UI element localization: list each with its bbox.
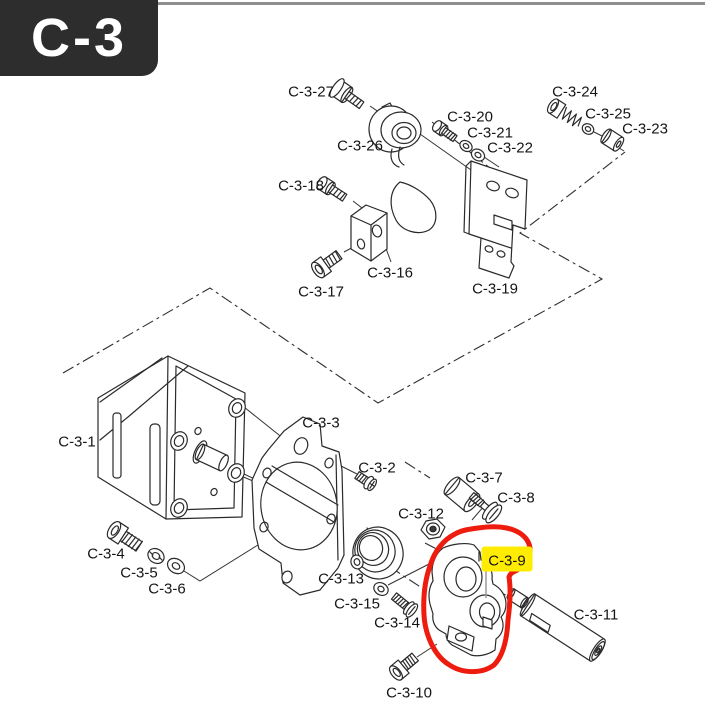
top-rule: [156, 2, 705, 5]
part-washer-c-3-22: [470, 148, 486, 162]
part-label-c-3-12: C-3-12: [398, 506, 444, 523]
part-screw-c-3-4: [106, 520, 144, 552]
part-label-c-3-20: C-3-20: [447, 109, 493, 126]
part-spring-c-3-13: [350, 526, 404, 580]
part-washer-c-3-6: [166, 557, 186, 575]
part-block-c-3-9: [428, 542, 507, 657]
part-label-c-3-11: C-3-11: [574, 607, 619, 624]
part-motor-c-3-1: [97, 355, 246, 520]
part-screw-c-3-24: [546, 98, 583, 127]
part-label-c-3-15: C-3-15: [334, 596, 380, 613]
part-labels: C-3-27C-3-26 C-3-20C-3-21C-3-22 C-3-24C-3-…: [58, 84, 668, 702]
part-label-c-3-9: C-3-9: [488, 553, 526, 570]
part-bracket-c-3-16: [350, 204, 388, 262]
highlight-label-bg: [481, 546, 533, 572]
part-label-c-3-19: C-3-19: [472, 281, 518, 298]
part-screw-c-3-17: [310, 250, 343, 279]
part-screw-c-3-14: [390, 592, 419, 618]
part-label-c-3-3: C-3-3: [302, 415, 340, 432]
part-label-c-3-7: C-3-7: [465, 470, 503, 487]
part-label-c-3-23: C-3-23: [622, 121, 668, 138]
part-washer-c-3-15: [373, 581, 389, 597]
part-washer-c-3-25: [581, 123, 595, 135]
part-label-c-3-8: C-3-8: [497, 490, 535, 507]
part-label-c-3-27: C-3-27: [288, 84, 334, 101]
part-screw-c-3-27: [329, 78, 365, 110]
part-label-c-3-16: C-3-16: [367, 265, 413, 282]
part-plate-c-3-3: [251, 416, 345, 596]
motor-shaft: [192, 440, 229, 472]
motor-mounting-holes: [170, 398, 246, 518]
part-screw-c-3-10: [388, 652, 419, 681]
part-label-c-3-21: C-3-21: [467, 125, 513, 142]
part-screw-c-3-18: [316, 176, 348, 202]
part-washer-c-3-21: [459, 139, 473, 153]
part-label-c-3-17: C-3-17: [298, 284, 344, 301]
part-bracket-c-3-19: [463, 160, 528, 279]
part-label-c-3-22: C-3-22: [487, 140, 533, 157]
part-label-c-3-26: C-3-26: [337, 138, 383, 155]
part-screw-c-3-2: [354, 471, 378, 492]
sheet-title: C-3: [0, 0, 158, 76]
part-nut-c-3-12: [420, 518, 446, 540]
part-screw-c-3-20: [431, 120, 458, 143]
part-label-c-3-1: C-3-1: [58, 434, 96, 451]
part-roller-c-3-23: [600, 128, 625, 152]
part-label-c-3-24: C-3-24: [552, 84, 598, 101]
part-label-c-3-5: C-3-5: [120, 565, 158, 582]
part-label-c-3-4: C-3-4: [87, 546, 125, 563]
part-label-c-3-13: C-3-13: [318, 571, 364, 588]
part-screw-c-3-8: [468, 492, 503, 524]
part-label-c-3-2: C-3-2: [358, 460, 396, 477]
part-label-c-3-14: C-3-14: [374, 615, 420, 632]
part-washer-c-3-5: [147, 547, 165, 565]
part-label-c-3-25: C-3-25: [585, 106, 631, 123]
part-label-c-3-10: C-3-10: [386, 685, 432, 702]
part-label-c-3-6: C-3-6: [148, 581, 186, 598]
part-lever-c-3-26: [368, 102, 437, 234]
part-label-c-3-18: C-3-18: [278, 178, 324, 195]
